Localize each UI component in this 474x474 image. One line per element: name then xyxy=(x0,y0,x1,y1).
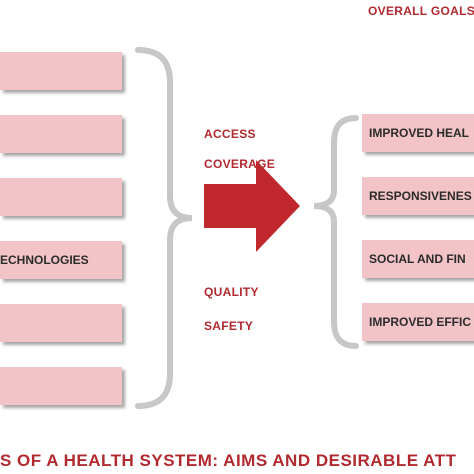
left-box-6 xyxy=(0,367,122,405)
quality-label: QUALITY xyxy=(204,285,259,299)
right-arrow xyxy=(204,160,300,252)
left-box-2 xyxy=(0,115,122,153)
right-box-label: IMPROVED EFFIC xyxy=(369,315,472,329)
right-box-social-financial: SOCIAL AND FIN xyxy=(362,240,474,278)
figure-title: S OF A HEALTH SYSTEM: AIMS AND DESIRABLE… xyxy=(0,451,457,470)
overall-goals-heading: OVERALL GOALS A xyxy=(368,4,474,18)
left-brace xyxy=(135,47,193,409)
left-box-5 xyxy=(0,304,122,342)
left-box-3 xyxy=(0,178,122,216)
coverage-label: COVERAGE xyxy=(204,157,276,171)
left-box-4: ECHNOLOGIES xyxy=(0,241,122,279)
right-brace xyxy=(313,115,359,349)
access-label: ACCESS xyxy=(204,127,256,141)
right-box-improved-health: IMPROVED HEAL xyxy=(362,114,474,152)
right-box-label: IMPROVED HEAL xyxy=(369,126,470,140)
right-box-label: SOCIAL AND FIN xyxy=(369,252,466,266)
right-box-improved-efficiency: IMPROVED EFFIC xyxy=(362,303,474,341)
left-box-label: ECHNOLOGIES xyxy=(0,253,89,267)
right-box-label: RESPONSIVENES xyxy=(369,189,472,203)
safety-label: SAFETY xyxy=(204,319,254,333)
right-box-responsiveness: RESPONSIVENES xyxy=(362,177,474,215)
left-box-1 xyxy=(0,52,122,90)
